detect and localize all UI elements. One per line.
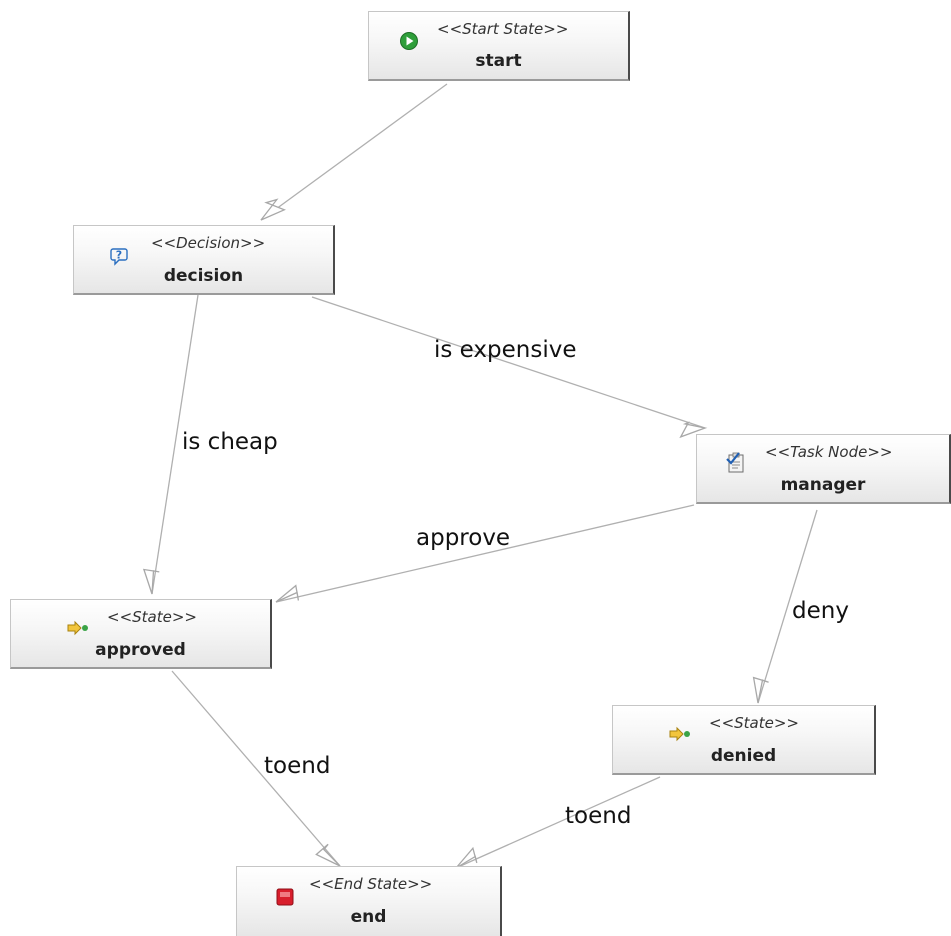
edge-label-is-cheap[interactable]: is cheap <box>182 429 278 455</box>
node-stereotype: <<State>> <box>709 714 799 732</box>
node-stereotype: <<Decision>> <box>151 234 266 252</box>
node-stereotype: <<End State>> <box>309 875 433 893</box>
arrowhead-icon <box>455 846 478 869</box>
decision-icon: ? <box>110 248 128 266</box>
start-icon <box>400 32 418 50</box>
edge-label-is-expensive[interactable]: is expensive <box>434 337 577 363</box>
node-name: decision <box>163 266 244 286</box>
node-manager[interactable]: <<Task Node>> manager <box>696 434 951 504</box>
edge-label-toend-denied[interactable]: toend <box>565 803 632 829</box>
node-name: end <box>350 907 387 927</box>
node-denied[interactable]: <<State>> denied <box>612 705 876 775</box>
node-end[interactable]: <<End State>> end <box>236 866 502 936</box>
arrowhead-icon <box>142 568 160 595</box>
arrowhead-icon <box>275 584 300 603</box>
end-icon <box>276 888 294 906</box>
edge-manager-denied[interactable] <box>752 509 818 704</box>
node-name: approved <box>95 640 186 660</box>
node-decision[interactable]: ? <<Decision>> decision <box>73 225 335 295</box>
edge-start-decision[interactable] <box>260 83 448 221</box>
arrowhead-icon <box>260 198 286 221</box>
edge-label-approve[interactable]: approve <box>416 525 511 551</box>
node-start[interactable]: <<Start State>> start <box>368 11 630 81</box>
edge-manager-approved[interactable] <box>275 504 695 603</box>
arrowhead-icon <box>315 843 341 867</box>
edge-decision-manager[interactable] <box>311 296 708 439</box>
task-node-icon <box>726 452 744 473</box>
edge-label-deny[interactable]: deny <box>792 598 849 624</box>
node-stereotype: <<Start State>> <box>437 20 569 38</box>
node-name: start <box>475 51 522 71</box>
node-approved[interactable]: <<State>> approved <box>10 599 272 669</box>
edge-label-toend-approved[interactable]: toend <box>264 753 331 779</box>
edge-approved-end[interactable] <box>171 670 341 867</box>
arrowhead-icon <box>679 421 708 439</box>
node-stereotype: <<State>> <box>107 608 197 626</box>
edge-decision-approved[interactable] <box>142 294 199 595</box>
state-icon <box>669 726 690 742</box>
svg-text:?: ? <box>116 249 122 262</box>
node-name: manager <box>780 475 866 495</box>
node-stereotype: <<Task Node>> <box>765 443 893 461</box>
edge-denied-end[interactable] <box>455 776 661 869</box>
state-icon <box>67 620 88 636</box>
node-name: denied <box>710 746 777 766</box>
arrowhead-icon <box>752 676 769 704</box>
